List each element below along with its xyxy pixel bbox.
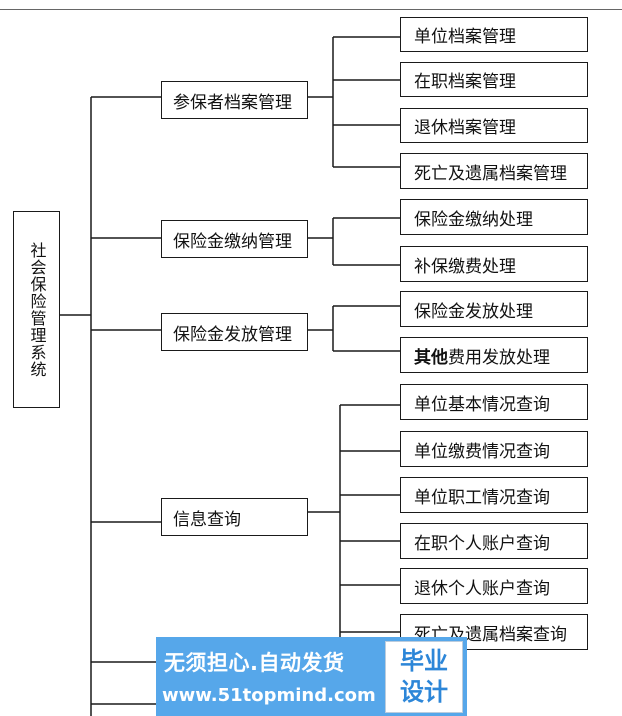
- leaf-label: 保险金发放处理: [414, 301, 533, 322]
- module-payment-management: 保险金缴纳管理: [161, 220, 308, 258]
- leaf-label: 单位缴费情况查询: [414, 441, 550, 462]
- leaf-label: 退休档案管理: [414, 118, 516, 138]
- leaf-disbursement-processing: 保险金发放处理: [400, 291, 588, 327]
- root-label: 社会保险管理系统: [27, 241, 47, 378]
- watermark-badge-line2: 设计: [400, 678, 448, 706]
- leaf-label-prefix: 其他: [414, 347, 448, 368]
- module-label: 信息查询: [173, 509, 241, 530]
- leaf-other-expense-processing: 其他费用发放处理: [400, 337, 588, 373]
- leaf-payment-processing: 保险金缴纳处理: [400, 199, 588, 235]
- watermark-slogan: 无须担心.自动发货: [164, 651, 345, 675]
- leaf-retired-account-query: 退休个人账户查询: [400, 568, 588, 604]
- module-archive-management: 参保者档案管理: [161, 81, 308, 119]
- leaf-unit-staff-query: 单位职工情况查询: [400, 477, 588, 513]
- module-label: 保险金缴纳管理: [173, 231, 292, 252]
- leaf-unit-basic-query: 单位基本情况查询: [400, 384, 588, 420]
- root-node: 社会保险管理系统: [13, 211, 60, 408]
- watermark-badge: 毕业 设计: [385, 641, 463, 713]
- leaf-label: 单位职工情况查询: [414, 487, 550, 508]
- leaf-label: 费用发放处理: [448, 347, 550, 368]
- leaf-unit-archive: 单位档案管理: [400, 17, 588, 52]
- top-rule: [0, 9, 622, 10]
- leaf-label: 在职档案管理: [414, 72, 516, 92]
- leaf-retired-archive: 退休档案管理: [400, 108, 588, 143]
- module-label: 保险金发放管理: [173, 324, 292, 345]
- leaf-employed-account-query: 在职个人账户查询: [400, 523, 588, 559]
- leaf-label: 单位档案管理: [414, 27, 516, 47]
- module-info-query: 信息查询: [161, 498, 308, 536]
- leaf-label: 退休个人账户查询: [414, 578, 550, 599]
- leaf-label: 保险金缴纳处理: [414, 209, 533, 230]
- leaf-deceased-archive: 死亡及遗属档案管理: [400, 153, 588, 189]
- leaf-label: 补保缴费处理: [414, 256, 516, 277]
- watermark-url: www.51topmind.com: [162, 685, 376, 706]
- leaf-employed-archive: 在职档案管理: [400, 62, 588, 97]
- leaf-label: 单位基本情况查询: [414, 394, 550, 415]
- leaf-supplementary-payment: 补保缴费处理: [400, 246, 588, 282]
- watermark-badge-line1: 毕业: [400, 647, 448, 675]
- watermark-banner: 无须担心.自动发货 www.51topmind.com 毕业 设计: [156, 637, 467, 716]
- leaf-label: 在职个人账户查询: [414, 533, 550, 554]
- module-label: 参保者档案管理: [173, 92, 292, 113]
- leaf-label: 死亡及遗属档案管理: [414, 163, 567, 184]
- leaf-unit-payment-query: 单位缴费情况查询: [400, 431, 588, 467]
- module-disbursement-management: 保险金发放管理: [161, 313, 308, 351]
